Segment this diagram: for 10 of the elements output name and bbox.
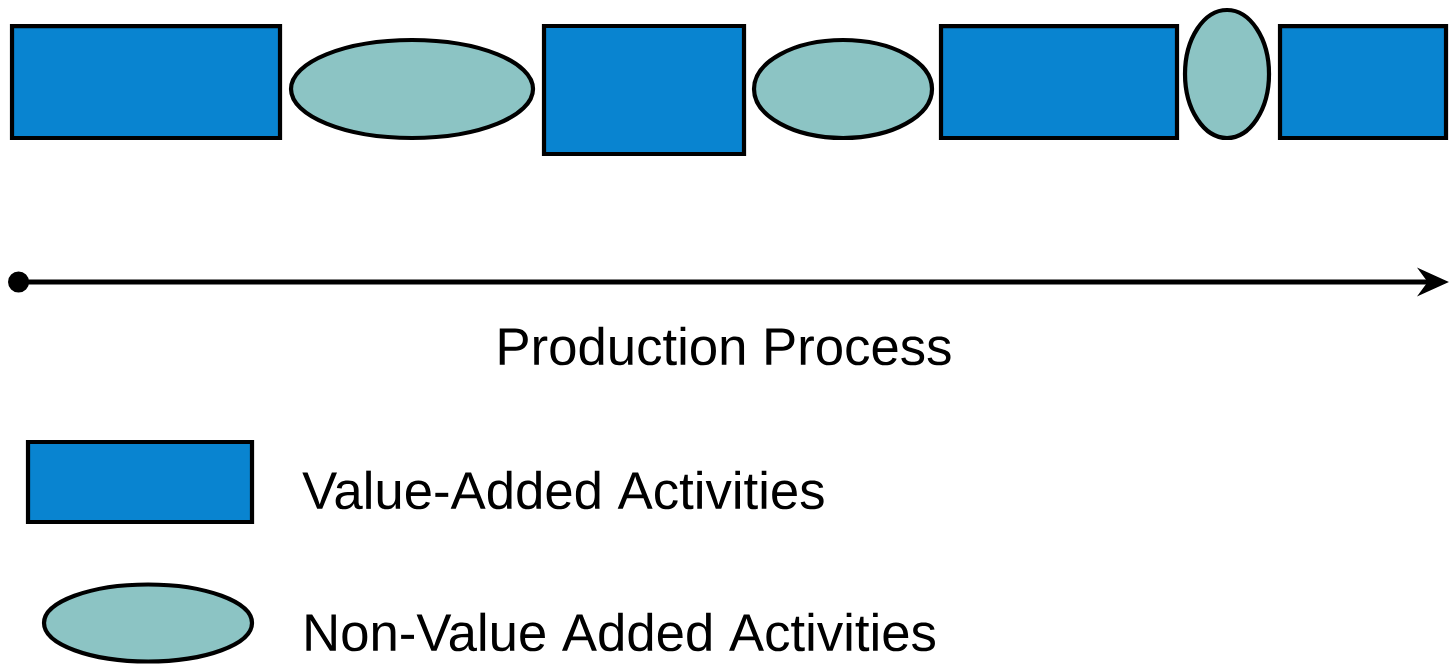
process-box	[9, 23, 283, 141]
legend-label: Non-Value Added Activities	[306, 612, 935, 652]
ellipse-shape	[288, 37, 536, 141]
axis-label: Production Process	[499, 326, 951, 366]
ellipse-shape	[1182, 7, 1272, 141]
process-box	[1277, 23, 1449, 141]
process-box	[938, 23, 1180, 141]
process-box	[541, 23, 747, 157]
legend-label: Value-Added Activities	[302, 470, 824, 510]
ellipse-shape	[751, 37, 935, 141]
